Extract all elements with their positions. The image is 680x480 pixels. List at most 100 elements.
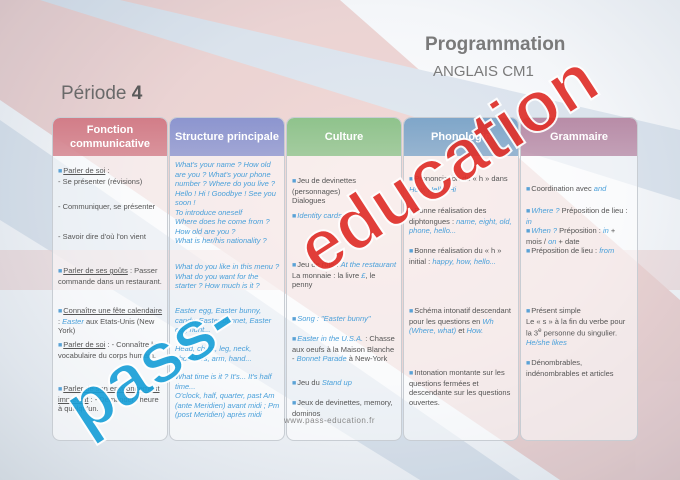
cell-text: Connaître une fête calendaire [63, 306, 163, 315]
cell-text: Identity cards [297, 211, 342, 220]
cell-text: happy, how, hello... [432, 256, 496, 266]
cell-text: e [538, 327, 542, 334]
periode-number: 4 [131, 83, 143, 104]
cell-text: La monnaie : la livre [292, 270, 362, 280]
cell-text: in [526, 216, 532, 226]
cell-text: : - Demander l'heure à quelqu'un. [58, 394, 159, 414]
cell-text: + mois / [526, 226, 616, 246]
cell-text: £ [361, 270, 366, 280]
cell-text: What's your name ? How old are you ? Wha… [175, 160, 276, 188]
cell: ■Schéma intonatif descendant pour les qu… [409, 306, 514, 336]
cell-text: Jeu du [297, 378, 322, 387]
cell: ■Dénombrables, indénombrables et article… [526, 358, 633, 378]
bullet-square-icon: ■ [526, 248, 531, 255]
cell-text: What is her/his nationality ? [175, 236, 267, 245]
page-subtitle: ANGLAIS CM1 [433, 63, 534, 80]
bullet-square-icon: ■ [292, 336, 297, 343]
cell-text: + date [556, 236, 580, 246]
cell-text: Where does he come from ? How old are yo… [175, 217, 270, 236]
cell-text: : [58, 316, 63, 326]
bullet-square-icon: ■ [526, 208, 531, 215]
cell: ■Connaître une fête calendaire : Easter … [58, 306, 163, 336]
cell-text: Easter egg, Easter bunny, candy, Easter … [175, 306, 272, 334]
bullet-square-icon: ■ [526, 308, 531, 315]
cell-text: Jeu de devinettes (personnages) [292, 176, 357, 196]
column-fonction: Fonction communicative ■Parler de soi : … [52, 117, 168, 441]
bullet-square-icon: ■ [526, 360, 531, 367]
cell-text: Song : [297, 314, 322, 323]
cell-text: Jeu de rôle : [297, 260, 341, 269]
cell-text: How. [466, 326, 484, 335]
programme-table: Fonction communicative ■Parler de soi : … [52, 117, 638, 441]
cell-text: et [456, 326, 467, 335]
cell: ■Parler de soi : - Se présenter (révisio… [58, 166, 163, 186]
cell-text: Parler de soi [63, 166, 106, 175]
periode-label: Période 4 [61, 83, 142, 105]
cell-text: To introduce oneself [175, 207, 243, 217]
cell: ■Jeu de devinettes (personnages) Dialogu… [292, 176, 397, 206]
cell-text: Parler de soi [63, 340, 106, 349]
cell: ■Prononciation du « h » dans How, Hello,… [409, 174, 514, 194]
column-culture: Culture ■Jeu de devinettes (personnages)… [286, 117, 402, 441]
cell: ■Parler de son environnement immédiat : … [58, 384, 163, 414]
cell-text: Bonnet Parade [296, 354, 347, 363]
cell-text: Easter in the U.S.A. [297, 334, 364, 343]
cell: ■Coordination avec and [526, 184, 633, 195]
bullet-square-icon: ■ [292, 316, 297, 323]
cell-text: personne du singulier. [541, 328, 618, 338]
cell-text: How, Hello, Hi [409, 184, 457, 194]
cell-text: - Se présenter (révisions) [58, 176, 143, 186]
cell-text: He/she likes [526, 338, 567, 347]
bullet-square-icon: ■ [292, 380, 297, 387]
cell: What time is it ? It's... It's half time… [175, 372, 280, 420]
cell: ■Song : "Easter bunny" [292, 314, 397, 325]
cell-text: Schéma intonatif descendant pour les que… [409, 306, 511, 326]
cell-text: : Passer commande dans un restaurant. [58, 266, 162, 286]
cell-text: What time is it ? It's... It's half time… [175, 372, 272, 391]
column-header-fonction: Fonction communicative [53, 118, 167, 156]
bullet-square-icon: ■ [58, 268, 63, 275]
cell-text: Easter [62, 316, 84, 326]
cell-text: Parler de ses goûts [63, 266, 128, 275]
cell-text: Bonne réalisation du « h » initial : [409, 246, 502, 266]
bullet-square-icon: ■ [409, 308, 414, 315]
column-header-culture: Culture [287, 118, 401, 156]
bullet-square-icon: ■ [58, 308, 63, 315]
cell-text: - Savoir dire d'où l'on vient [58, 232, 146, 241]
cell-text: What do you like in this menu ? What do … [175, 262, 280, 290]
cell: What's your name ? How old are you ? Wha… [175, 160, 280, 246]
column-header-phonologie: Phonologie [404, 118, 518, 156]
cell-text: Présent simple [531, 306, 581, 315]
cell: ■Jeu de rôle : At the restaurant La monn… [292, 260, 397, 290]
cell: Easter egg, Easter bunny, candy, Easter … [175, 306, 280, 335]
bullet-square-icon: ■ [409, 208, 414, 215]
bullet-square-icon: ■ [58, 168, 63, 175]
bullet-square-icon: ■ [292, 178, 297, 185]
cell: ■Bonne réalisation du « h » initial : ha… [409, 246, 514, 266]
cell-text: Jeux de devinettes, memory, dominos [292, 398, 393, 418]
cell-text: on [548, 236, 557, 246]
cell-text: Parler de son environnement immédiat [58, 384, 160, 404]
bullet-square-icon: ■ [58, 386, 63, 393]
cell-text: When ? [531, 226, 558, 235]
cell: ■Présent simple Le « s » à la fin du ver… [526, 306, 633, 348]
page-title: Programmation [425, 34, 566, 55]
cell-text: Dialogues [292, 196, 326, 205]
cell-text: Where ? [531, 206, 560, 215]
cell: Head, chest, leg, neck, shoulders, arm, … [175, 344, 280, 363]
cell-text: Dénombrables, indénombrables et articles [526, 358, 614, 378]
cell-text: Stand up [321, 378, 352, 387]
cell-text: : [105, 166, 110, 175]
cell: ■Jeux de devinettes, memory, dominos [292, 398, 397, 418]
cell-text: Coordination avec [531, 184, 594, 193]
footer-url: www.pass-education.fr [284, 416, 375, 425]
cell-text: Préposition de lieu : [559, 206, 628, 215]
cell-text: - Communiquer, se présenter [58, 202, 156, 211]
cell-text: : - Connaître le vocabulaire du corps hu… [58, 340, 158, 360]
column-header-structure: Structure principale [170, 118, 284, 156]
cell: ■Bonne réalisation des diphtongues : nam… [409, 206, 514, 236]
cell-text: At the restaurant [340, 260, 397, 269]
cell-text: , le penny [292, 270, 376, 290]
bullet-square-icon: ■ [292, 400, 297, 407]
